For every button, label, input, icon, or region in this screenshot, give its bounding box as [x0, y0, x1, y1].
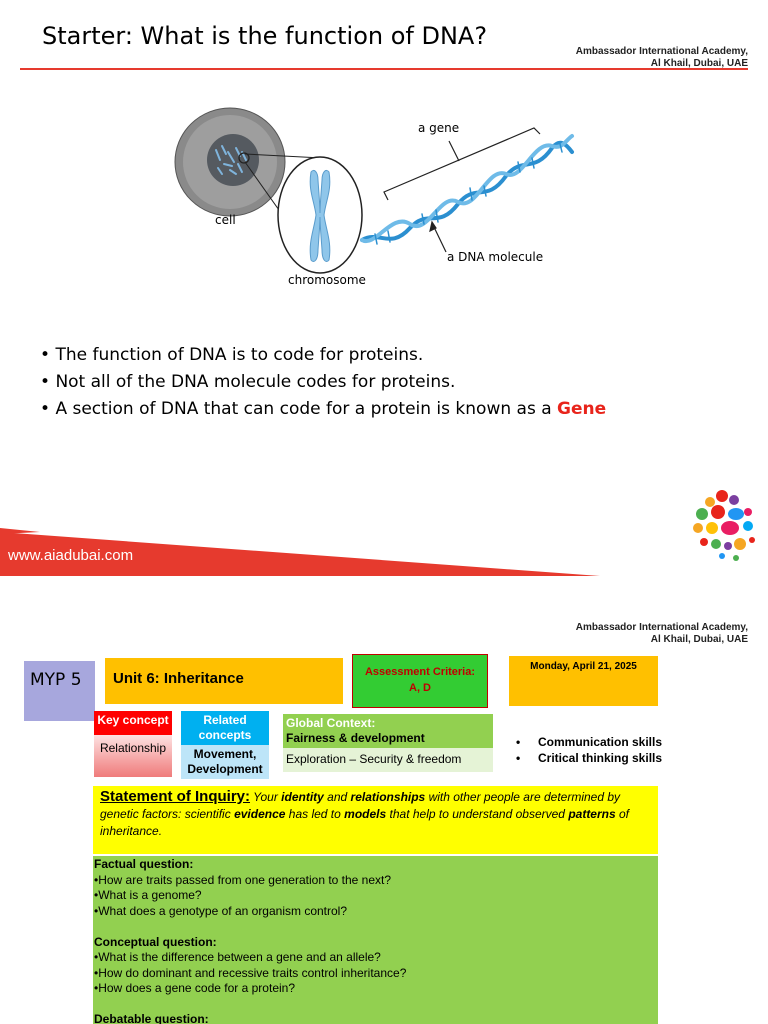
debatable-question-heading: Debatable question: — [94, 1012, 209, 1024]
slide-unit-overview: Ambassador International Academy, Al Kha… — [0, 576, 768, 1024]
statement-of-inquiry-label: Statement of Inquiry: — [100, 788, 251, 805]
school-name: Ambassador International Academy, Al Kha… — [576, 622, 748, 646]
conceptual-question: •How does a gene code for a protein? — [94, 981, 295, 995]
dna-facts-list: • The function of DNA is to code for pro… — [40, 342, 606, 423]
bullet-text: The function of DNA is to code for prote… — [55, 345, 424, 365]
soi-text: has led to — [285, 807, 345, 821]
dna-diagram — [174, 107, 574, 274]
global-context-box: Global Context: Fairness & development — [283, 714, 493, 748]
soi-keyword: patterns — [568, 807, 616, 821]
header-divider — [20, 68, 748, 70]
atl-skills-list: Communication skills Critical thinking s… — [510, 734, 662, 766]
soi-text: of inheritance. — [100, 807, 629, 838]
conceptual-question-heading: Conceptual question: — [94, 934, 217, 949]
soi-text: with other people are determined by gene… — [100, 790, 621, 821]
factual-question-heading: Factual question: — [94, 857, 194, 871]
cell-label: cell — [215, 213, 236, 227]
bullet-item: • The function of DNA is to code for pro… — [40, 345, 424, 365]
factual-question: •What does a genotype of an organism con… — [94, 903, 348, 918]
related-concepts-value: Movement, Development — [181, 745, 269, 779]
dna-arrow — [429, 220, 447, 253]
spacer — [94, 997, 658, 1013]
global-context-heading: Global Context: — [286, 716, 376, 730]
related-concepts-heading: Related concepts — [181, 711, 269, 745]
statement-of-inquiry: Statement of Inquiry: Your identity and … — [93, 786, 658, 854]
chromosome-label: chromosome — [288, 273, 366, 287]
soi-keyword: models — [344, 807, 387, 821]
dna-molecule-label: a DNA molecule — [447, 250, 544, 264]
gene-keyword: Gene — [557, 399, 607, 419]
global-context-exploration: Exploration – Security & freedom — [283, 748, 493, 772]
key-concept-heading: Key concept — [94, 711, 172, 735]
assessment-criteria-heading: Assessment Criteria: — [364, 666, 476, 678]
conceptual-question: •How do dominant and recessive traits co… — [94, 965, 407, 980]
bullet-text: Not all of the DNA molecule codes for pr… — [55, 372, 456, 392]
gene-bracket — [383, 127, 541, 201]
soi-keyword: identity — [281, 790, 324, 804]
conceptual-question: •What is the difference between a gene a… — [94, 950, 381, 964]
school-name-line1: Ambassador International Academy, — [575, 46, 748, 57]
school-address-line2: Al Khail, Dubai, UAE — [650, 58, 748, 69]
school-name-line1: Ambassador International Academy, — [575, 622, 748, 633]
soi-text: and — [323, 790, 351, 804]
soi-keyword: evidence — [234, 807, 286, 821]
bullet-item: • A section of DNA that can code for a p… — [40, 399, 607, 419]
chromosome-illustration — [277, 156, 363, 274]
website-url[interactable]: www.aiadubai.com — [8, 547, 134, 564]
school-logo — [693, 490, 755, 561]
assessment-criteria-value: A, D — [409, 682, 431, 694]
soi-text: Your — [253, 790, 282, 804]
soi-text: that help to understand observed — [386, 807, 569, 821]
global-context-theme: Fairness & development — [286, 731, 425, 745]
gene-label: a gene — [418, 121, 460, 135]
unit-title: Unit 6: Inheritance — [105, 658, 343, 704]
cell-illustration — [174, 107, 286, 217]
inquiry-questions-box: Factual question: •How are traits passed… — [93, 856, 658, 1024]
school-address-line2: Al Khail, Dubai, UAE — [650, 634, 748, 645]
lesson-date: Monday, April 21, 2025 — [509, 656, 658, 706]
myp-level-box: MYP 5 — [24, 661, 95, 721]
school-name: Ambassador International Academy, Al Kha… — [576, 46, 748, 70]
key-concept-value: Relationship — [94, 735, 172, 777]
footer-red-band — [0, 528, 600, 576]
factual-question: •How are traits passed from one generati… — [94, 872, 392, 887]
bullet-text: A section of DNA that can code for a pro… — [55, 399, 558, 419]
spacer — [94, 919, 658, 935]
slide-dna-function: Starter: What is the function of DNA? Am… — [0, 22, 755, 576]
factual-question: •What is a genome? — [94, 888, 202, 902]
dna-helix-illustration — [360, 134, 574, 245]
slide-title: Starter: What is the function of DNA? — [42, 22, 488, 50]
assessment-criteria-box: Assessment Criteria: A, D — [352, 654, 488, 708]
skill-item: Communication skills — [510, 734, 662, 750]
bullet-item: • Not all of the DNA molecule codes for … — [40, 372, 456, 392]
skill-item: Critical thinking skills — [510, 750, 662, 766]
soi-keyword: relationships — [350, 790, 426, 804]
